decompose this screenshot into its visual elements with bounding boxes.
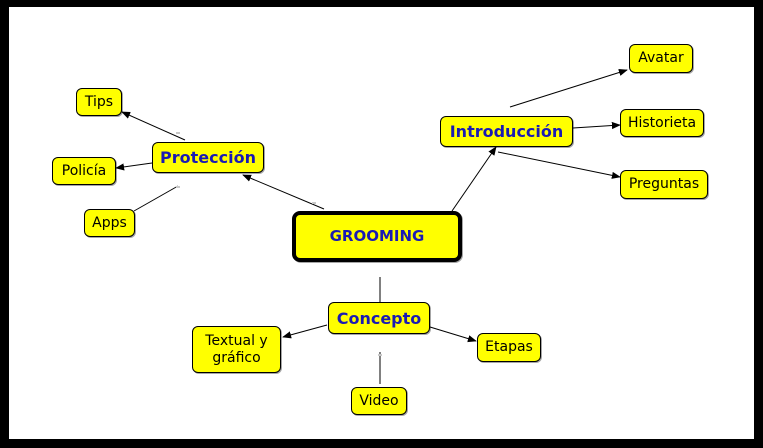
branch-node-introduccion[interactable]: Introducción [440,116,573,147]
leaf-label-preguntas: Preguntas [628,176,700,192]
edge-proteccion-policia [115,162,153,171]
leaf-node-historieta[interactable]: Historieta [620,109,704,137]
branch-label-proteccion: Protección [160,148,256,167]
edge-root-introduccion [451,146,497,212]
leaf-label-apps: Apps [92,214,127,231]
leaf-label-avatar: Avatar [638,50,684,66]
leaf-label-textual: Textual y gráfico [205,332,268,366]
leaf-label-etapas: Etapas [485,339,533,355]
leaf-node-etapas[interactable]: Etapas [477,333,541,362]
edge-introduccion-historieta [572,121,621,130]
leaf-node-tips[interactable]: Tips [76,88,122,116]
leaf-node-textual[interactable]: Textual y gráfico [192,326,281,373]
leaf-label-policia: Policía [61,162,107,179]
connector-tick [176,186,180,188]
branch-node-concepto[interactable]: Concepto [328,302,430,334]
connector-tick [378,354,382,356]
leaf-node-apps[interactable]: Apps [84,209,135,237]
connector-tick [312,202,316,204]
branch-node-proteccion[interactable]: Protección [152,142,264,173]
leaf-label-tips: Tips [84,93,114,110]
leaf-node-avatar[interactable]: Avatar [629,44,693,73]
branch-label-concepto: Concepto [336,308,422,328]
edge-concepto-etapas [429,326,477,343]
leaf-label-historieta: Historieta [627,114,697,131]
root-node[interactable]: GROOMING [292,211,462,262]
edge-introduccion-preguntas [497,151,621,179]
leaf-node-policia[interactable]: Policía [52,157,116,185]
root-node-label: GROOMING [329,227,425,245]
edge-concepto-textual [282,324,328,339]
edge-root-proteccion [242,174,325,210]
connector-tick [176,132,180,134]
leaf-node-preguntas[interactable]: Preguntas [620,170,708,199]
edge-proteccion-apps [133,185,179,212]
edge-introduccion-avatar [509,69,628,108]
leaf-label-video: Video [359,392,399,409]
edge-proteccion-tips [121,111,186,141]
leaf-node-video[interactable]: Video [351,387,407,415]
branch-label-introduccion: Introducción [449,122,564,141]
